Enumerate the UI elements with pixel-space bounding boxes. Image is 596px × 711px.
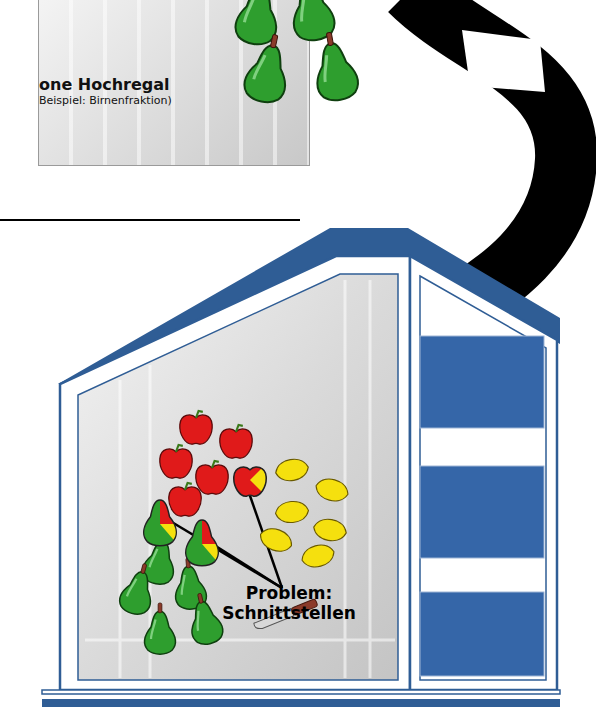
- lemon: [312, 517, 348, 543]
- problem-label: Problem: Schnittstellen: [222, 584, 356, 623]
- lemon-body: [299, 542, 336, 571]
- mixed-fruit: [178, 516, 226, 572]
- pear-body: [288, 0, 336, 43]
- apple-stem: [236, 425, 243, 432]
- pear-highlight: [321, 55, 331, 82]
- pear-highlight: [127, 578, 136, 598]
- pear-highlight: [180, 575, 186, 595]
- pear-stem: [270, 34, 278, 48]
- mixed-fruit: [229, 459, 272, 502]
- mixed-fruit: [136, 496, 184, 552]
- building-base: [42, 699, 560, 707]
- pear-stem: [158, 603, 162, 613]
- separator-line: [0, 219, 300, 221]
- pear-body: [311, 40, 361, 103]
- apple: [220, 425, 252, 458]
- pear: [184, 590, 225, 646]
- lemon-body: [274, 457, 310, 483]
- pear-stem: [198, 593, 204, 603]
- building-window: [420, 466, 544, 558]
- lemon: [313, 476, 350, 505]
- pear-highlight: [298, 0, 308, 22]
- warehouse-photo: [78, 274, 398, 680]
- pear: [241, 31, 295, 106]
- rack-line: [369, 280, 372, 678]
- apple-body: [169, 487, 201, 516]
- pear-body: [233, 0, 281, 47]
- apple: [196, 461, 228, 494]
- zone-title: one Hochregal: [39, 75, 170, 94]
- apple-body: [160, 449, 192, 478]
- pear: [233, 0, 283, 47]
- mixed-part: [250, 459, 271, 502]
- building-base: [42, 690, 560, 694]
- lemon-body: [275, 500, 310, 524]
- arrow-hole: [462, 30, 545, 92]
- building-window: [420, 336, 544, 428]
- building-front: [60, 256, 410, 690]
- lemon: [274, 457, 310, 483]
- building-window: [420, 592, 544, 676]
- mixed-outline: [186, 520, 219, 566]
- building-side-inner: [420, 276, 546, 680]
- apple: [180, 411, 212, 444]
- pear-stem: [326, 32, 333, 46]
- photo-frame: one HochregalBeispiel: Birnenfraktion): [38, 0, 310, 166]
- mixed-part: [160, 524, 184, 552]
- apple-body: [220, 429, 252, 458]
- lemon: [299, 542, 336, 571]
- apple-stem: [185, 483, 192, 490]
- pear-highlight: [150, 548, 158, 568]
- building-side: [410, 256, 557, 690]
- pear: [287, 0, 337, 43]
- lemon: [275, 500, 310, 524]
- pear-body: [186, 598, 225, 646]
- pear-body: [145, 611, 176, 654]
- rack-lines: [85, 280, 395, 678]
- pear-highlight: [194, 611, 202, 631]
- mixed-part: [202, 544, 226, 572]
- lemon: [257, 524, 295, 555]
- pear-stem: [141, 563, 147, 573]
- pear-body: [117, 568, 158, 617]
- pear-highlight: [151, 620, 156, 640]
- apple-stem: [176, 445, 183, 452]
- pear-highlight: [244, 0, 254, 23]
- apple-body: [180, 415, 212, 444]
- apple-body: [196, 465, 228, 494]
- pear: [145, 603, 176, 654]
- lemon-body: [312, 517, 348, 543]
- mixed-outline: [234, 467, 266, 496]
- fruit-group: [233, 0, 360, 106]
- zone-subtitle: Beispiel: Birnenfraktion): [39, 94, 172, 107]
- pear-highlight: [254, 54, 265, 81]
- rack-line: [85, 639, 395, 642]
- pear: [309, 29, 361, 103]
- apple-stem: [196, 411, 203, 418]
- apple: [169, 483, 201, 516]
- pear-body: [241, 41, 293, 105]
- rack-line: [119, 380, 122, 678]
- apple-stem: [212, 461, 219, 468]
- lemon-body: [257, 524, 295, 555]
- lemon-body: [313, 476, 350, 505]
- apple: [160, 445, 192, 478]
- mixed-outline: [144, 500, 177, 546]
- pear: [117, 560, 160, 617]
